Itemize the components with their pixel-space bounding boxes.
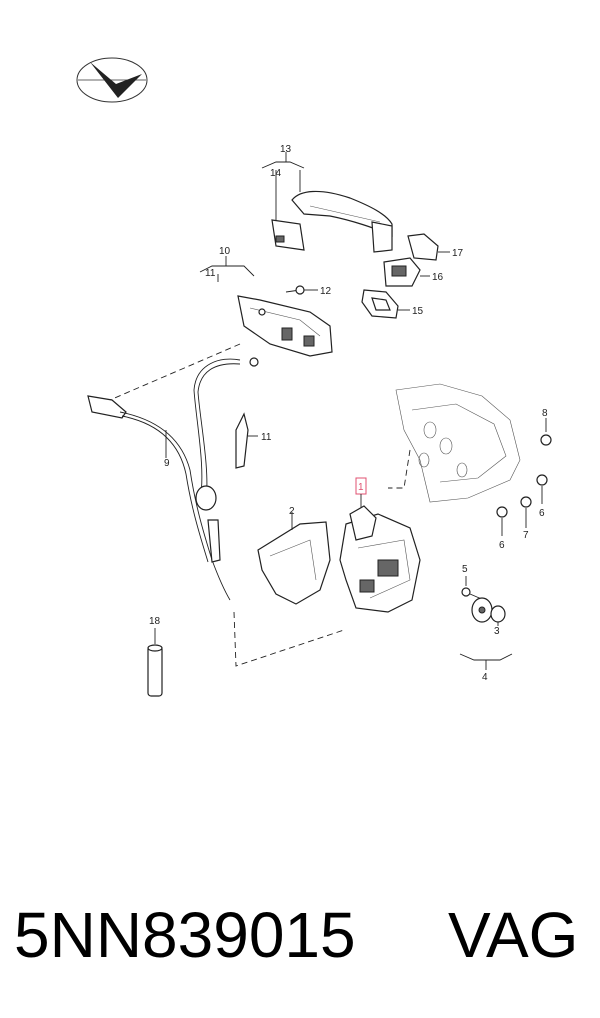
callout-16: 16 — [432, 272, 444, 283]
part-2-cover — [257, 512, 331, 605]
callout-12: 12 — [320, 286, 332, 297]
callout-13: 13 — [280, 144, 292, 155]
door-frame — [395, 383, 521, 503]
part-number: 5NN839015 — [14, 899, 356, 971]
callout-11b: 11 — [261, 432, 272, 443]
bracket-13 — [261, 152, 305, 232]
bracket-10 — [199, 256, 255, 282]
part-13-door-handle — [291, 190, 393, 253]
part-6-nut-left — [496, 506, 508, 536]
callout-17: 17 — [452, 248, 464, 259]
part-10-handle-carrier — [237, 295, 333, 357]
callout-5: 5 — [462, 564, 468, 575]
part-14-handle-cap — [271, 219, 305, 251]
callout-4: 4 — [482, 672, 488, 683]
callout-14: 14 — [270, 168, 282, 179]
part-5-bolt — [461, 576, 485, 601]
part-12-screw — [285, 285, 318, 295]
callout-7: 7 — [523, 530, 529, 541]
callout-11a: 11 — [205, 268, 216, 279]
part-8-nut — [540, 418, 552, 446]
callout-2: 2 — [289, 506, 295, 517]
callout-8: 8 — [542, 408, 548, 419]
callout-1: 1 — [358, 482, 364, 493]
part-3-washer — [490, 605, 506, 626]
callout-6a: 6 — [539, 508, 545, 519]
part-18-tube — [147, 628, 163, 697]
callout-3: 3 — [494, 626, 500, 637]
part-15-gasket — [361, 289, 410, 319]
parts-diagram: 1 2 3 4 5 6 6 7 8 9 10 11 11 12 13 14 15… — [76, 57, 552, 697]
brand-label: VAG — [448, 899, 579, 971]
part-4-striker — [471, 597, 493, 623]
callout-9: 9 — [164, 458, 170, 469]
part-9-cable — [87, 395, 231, 601]
part-6-nut-right — [536, 474, 548, 504]
callout-18: 18 — [149, 616, 161, 627]
part-17-cover — [407, 233, 450, 261]
part-16-bezel — [383, 257, 430, 287]
part-11-cable — [193, 357, 259, 501]
callout-10: 10 — [219, 246, 231, 257]
compass-arrow-logo-icon — [76, 57, 148, 103]
callout-6b: 6 — [499, 540, 505, 551]
callout-15: 15 — [412, 306, 424, 317]
part-7-grommet — [520, 496, 532, 528]
footer: 5NN839015 VAG — [0, 880, 600, 990]
bracket-4 — [459, 653, 513, 670]
part-1-door-lock — [339, 477, 421, 613]
